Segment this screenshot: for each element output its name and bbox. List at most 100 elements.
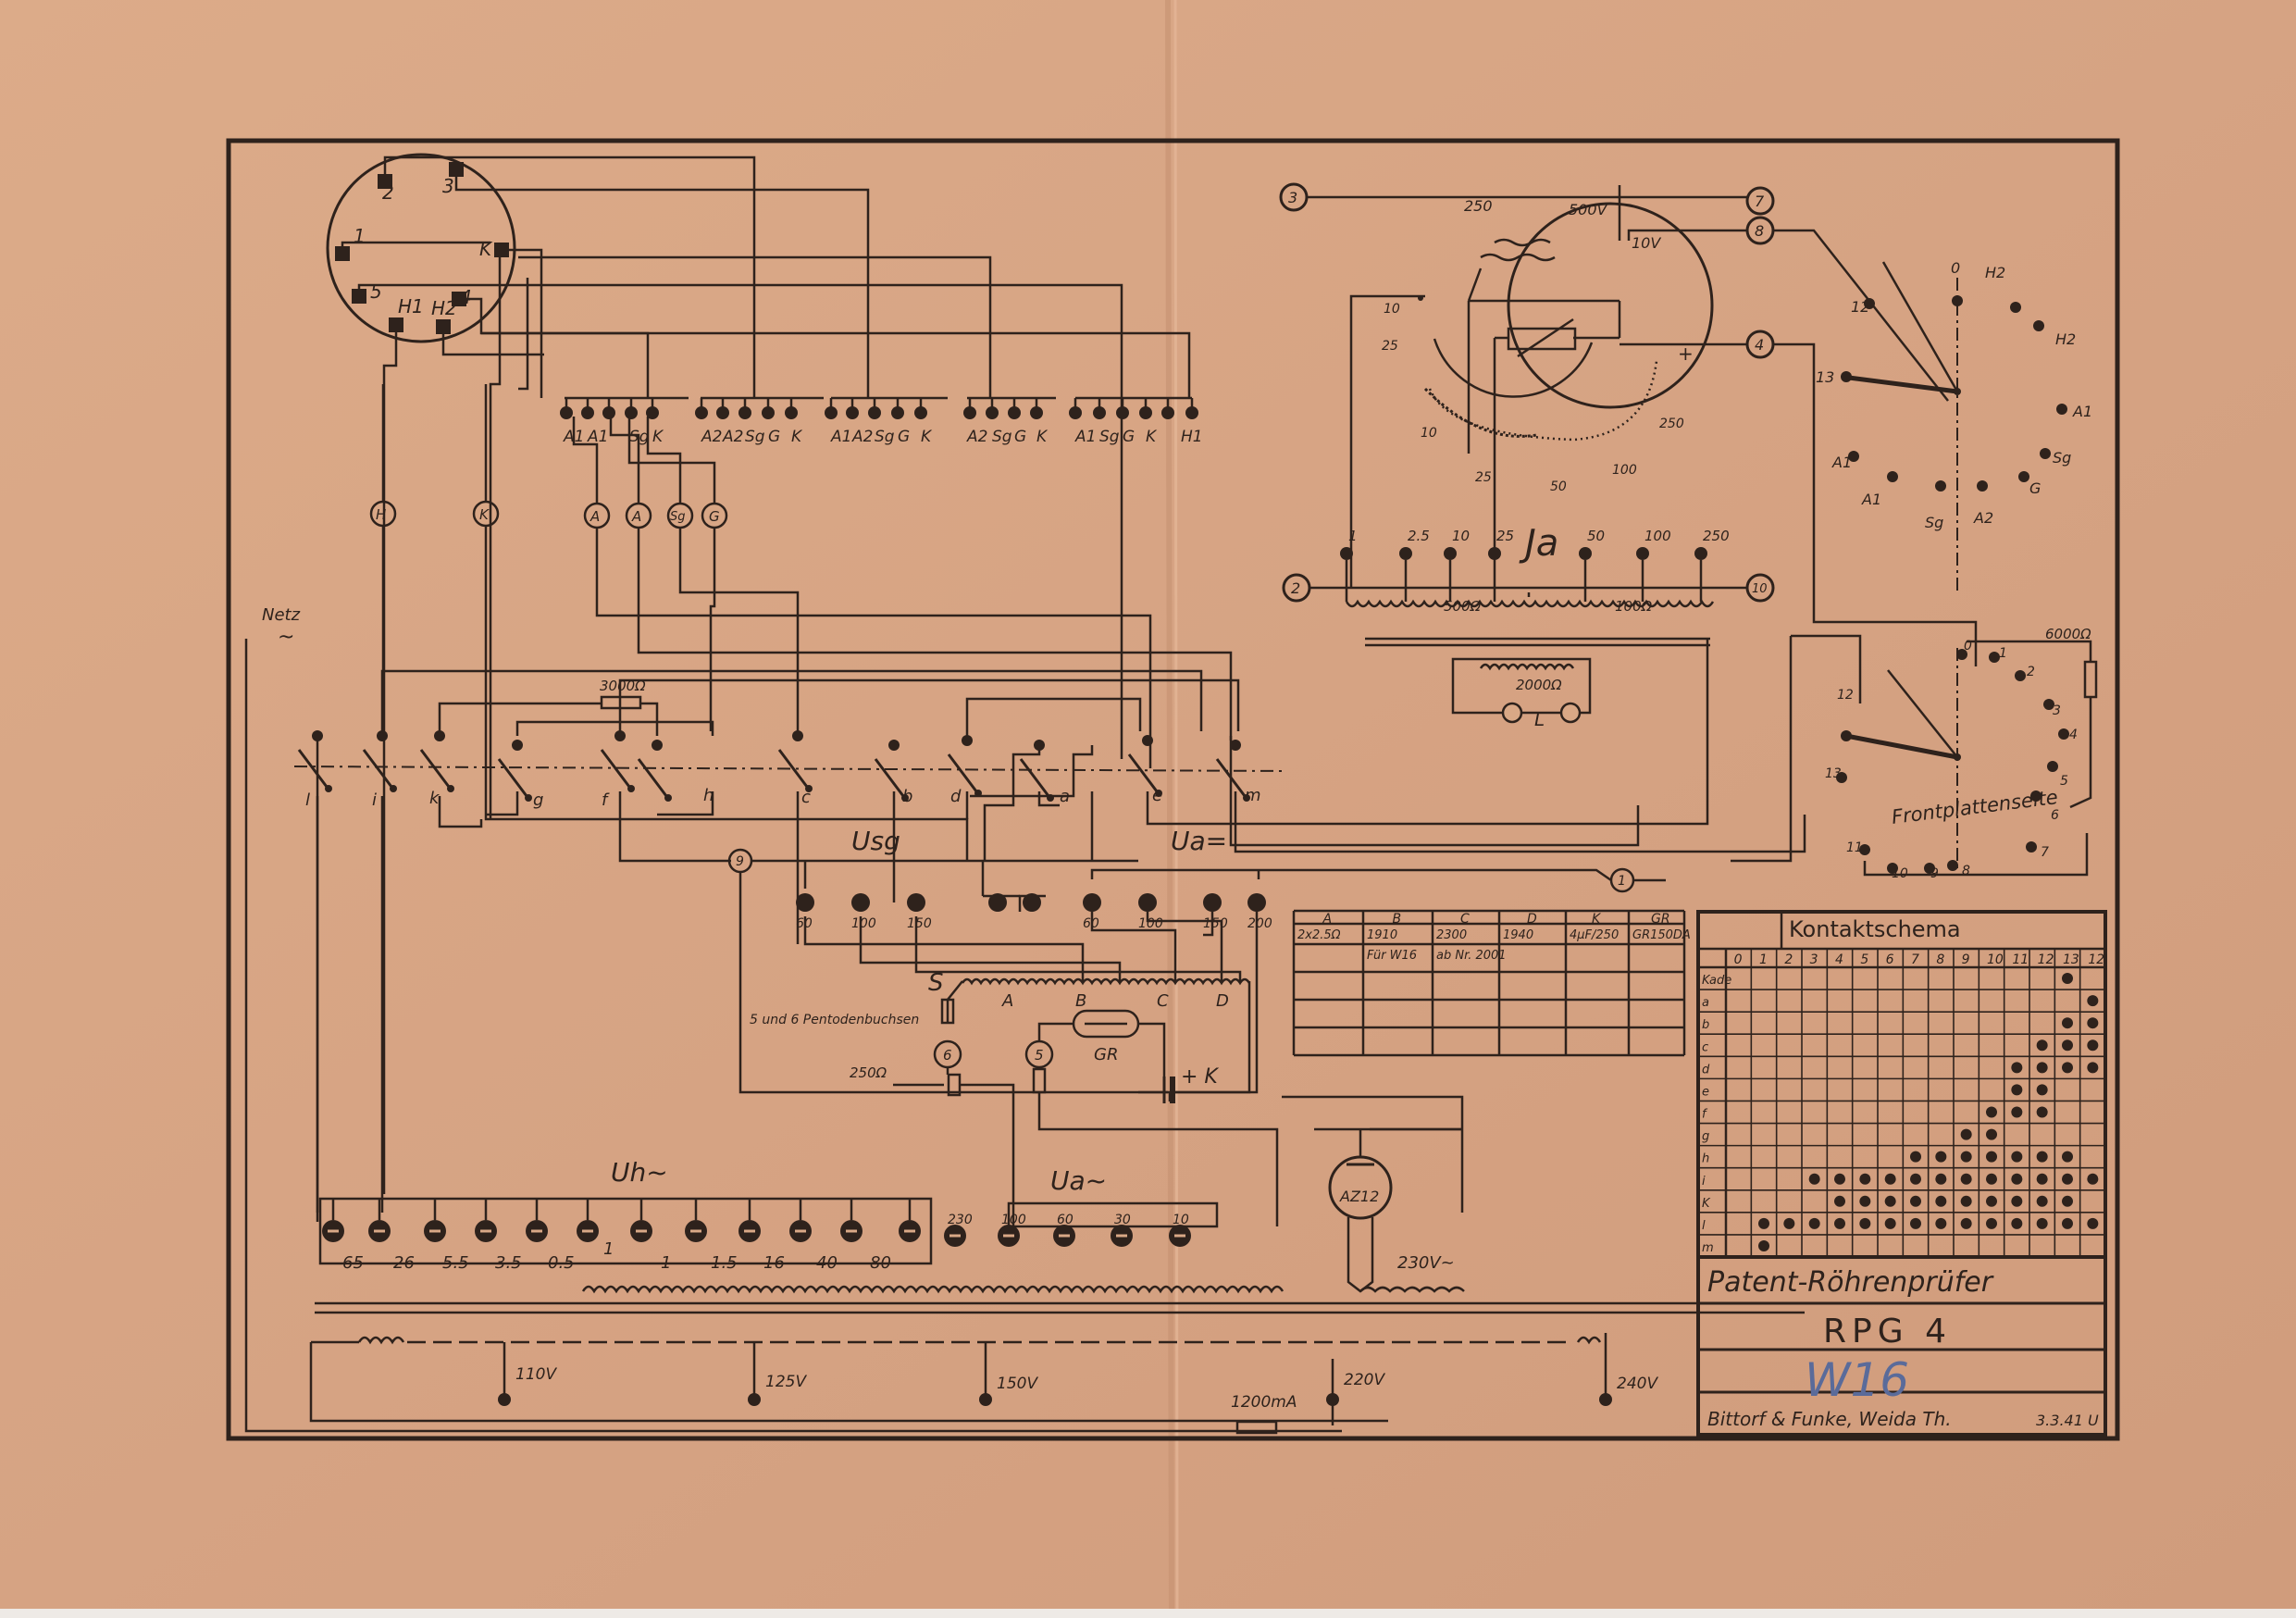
ua-dc-terminal (1247, 893, 1266, 912)
contact-dot (2036, 1084, 2048, 1096)
switch-blade (874, 758, 905, 797)
test-point-sg-label: Sg (670, 510, 686, 524)
mains-fuse-label: 1200mA (1231, 1393, 1297, 1412)
socket-5-label: 5 (1035, 1047, 1044, 1064)
contact-dot (2062, 1173, 2073, 1185)
selector-1-label: A1 (2072, 403, 2092, 420)
heater-value: 26 (393, 1253, 415, 1273)
selector-2-position (2047, 761, 2058, 772)
center-fold (1165, 0, 1174, 1618)
contact-schema-row-label: l (1702, 1219, 1706, 1233)
strip-terminal (1093, 406, 1106, 419)
mains-symbol: ~ (278, 626, 294, 649)
strip-terminal-label: G (898, 428, 910, 446)
selector-2-label: 1 (1999, 646, 2007, 661)
strip-terminal (646, 406, 659, 419)
version-table-header: B (1393, 912, 1402, 927)
rectifier-tube: AZ12 230V~ (1314, 1127, 1465, 1293)
usg-terminal (851, 893, 870, 912)
contact-dot (2087, 1173, 2099, 1185)
selector-1-label: H2 (1985, 264, 2005, 281)
contact-schema-row-label: a (1702, 996, 1709, 1010)
contact-dot (2062, 1217, 2073, 1229)
contact-schema-row-label: e (1702, 1085, 1709, 1099)
switch-label-b: b (902, 787, 912, 806)
contact-dot (1986, 1151, 1997, 1163)
ua-dc-value: 150 (1203, 916, 1228, 931)
title-block: Patent-Röhrenprüfer RPG 4 W16 Bittorf & … (1696, 1255, 2107, 1437)
scan-edge (0, 1609, 2296, 1618)
contact-dot (2087, 1217, 2099, 1229)
contact-dot (1783, 1217, 1795, 1229)
strip-terminal (825, 406, 838, 419)
switch-blade (1127, 753, 1159, 792)
heater-value: 3.5 (495, 1253, 522, 1273)
contact-schema-row-label: Kade (1702, 974, 1731, 988)
heater-value: 80 (870, 1253, 891, 1273)
selector-2-position (1836, 772, 1847, 783)
capacitor-label: + K (1181, 1065, 1219, 1089)
switch-blade (362, 749, 393, 788)
meter-scale-250b: 250 (1659, 417, 1684, 431)
selector-2-position (2015, 670, 2026, 681)
strip-terminal (695, 406, 708, 419)
contact-schema-column: 6 (1886, 952, 1894, 967)
contact-dot (2087, 995, 2099, 1007)
strip-terminal-label: A1 (830, 428, 851, 446)
selector-2-position (1947, 860, 1958, 871)
meter-range-terminal (1488, 547, 1501, 560)
contact-dot (1986, 1217, 1997, 1229)
fold-highlight (1173, 0, 1179, 1618)
contact-schema-row-label: f (1702, 1108, 1708, 1122)
mains-input: Netz ~ (244, 605, 301, 1421)
strip-terminal-label: A2 (966, 428, 987, 446)
strip-terminal-label: A2 (722, 428, 743, 446)
contact-dot (2036, 1195, 2048, 1207)
divider-tap-b: B (1075, 991, 1086, 1011)
selector-1-position (1952, 295, 1963, 306)
switch-blade (419, 749, 451, 788)
strip-terminal (1069, 406, 1082, 419)
strip-terminal (986, 406, 999, 419)
strip-terminal (1139, 406, 1152, 419)
strip-terminal (914, 406, 927, 419)
strip-terminal-label: G (768, 428, 780, 446)
switch-label-g: g (533, 790, 543, 810)
rectifier-label: AZ12 (1339, 1188, 1379, 1205)
strip-terminal-label: H1 (1181, 428, 1203, 446)
usg-value: 100 (851, 916, 876, 931)
contact-schema-column: 3 (1810, 952, 1818, 967)
meter-range-label: 10 (1452, 528, 1470, 544)
contact-schema-column: 12 (2088, 952, 2104, 967)
strip-terminal-label: A1 (587, 428, 608, 446)
strip-terminal (1161, 406, 1174, 419)
selector-2-label: 0 (1964, 639, 1972, 653)
contact-dot (2036, 1151, 2048, 1163)
contact-schema-column: 8 (1936, 952, 1944, 967)
contact-dot (1884, 1217, 1896, 1229)
heater-value: 16 (763, 1253, 785, 1273)
heater-value: 1.5 (711, 1253, 738, 1273)
meter-scale-250: 250 (1464, 197, 1493, 215)
switch-label-h: h (703, 786, 714, 805)
ua-dc-value: 200 (1247, 916, 1272, 931)
stamp-w16: W16 (1805, 1353, 1909, 1407)
selector-1-label: A2 (1973, 509, 1993, 527)
pin-label-k: K (479, 238, 493, 260)
product-title: Patent-Röhrenprüfer (1707, 1266, 1994, 1299)
selector-1-label: 0 (1951, 259, 1960, 277)
contact-dot (2087, 1062, 2099, 1074)
selector-2-position (1956, 649, 1967, 660)
test-point-k-label: K (479, 506, 490, 523)
contact-dot (1834, 1217, 1845, 1229)
pin-label-h1: H1 (398, 295, 424, 317)
heater-value: 40 (816, 1253, 838, 1273)
contact-dot (1935, 1217, 1947, 1229)
contact-dot (1884, 1173, 1896, 1185)
selector-1-position (2040, 448, 2051, 459)
selector-1-position (2018, 471, 2029, 482)
meter-range-label: 250 (1703, 528, 1730, 544)
strip-terminal-label: A1 (1074, 428, 1096, 446)
ua-dc-terminal (1138, 893, 1157, 912)
